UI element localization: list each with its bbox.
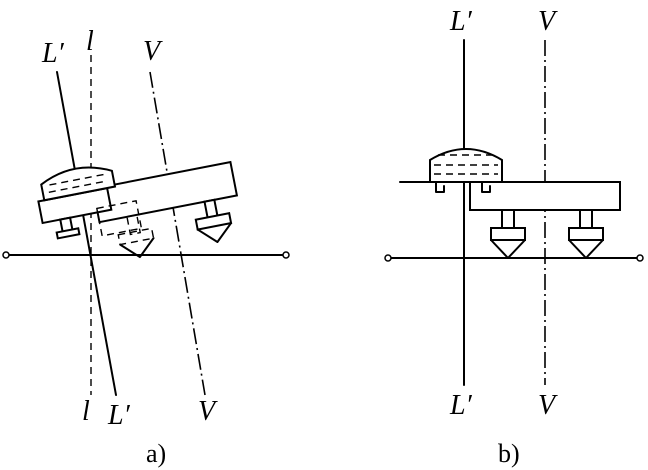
panel-b-foot1-nut (490, 227, 526, 241)
panel-b-caption: b) (498, 439, 520, 468)
panel-a: L′ l V l L′ V a) (2, 26, 290, 468)
panel-a-label-L-bottom: L′ (107, 400, 131, 431)
panel-a-line-V (149, 71, 206, 396)
panel-a-label-V-top: V (143, 36, 163, 67)
panel-a-foot1-nut (117, 227, 155, 246)
panel-a-line-L-prime (56, 71, 117, 396)
panel-a-label-l-top: l (86, 26, 94, 57)
panel-b-label-L-bottom: L′ (449, 390, 473, 421)
panel-a-label-l-bottom: l (82, 396, 90, 427)
panel-b-foot2-tip (568, 239, 604, 259)
panel-a-baseline-end-left (2, 251, 10, 259)
panel-a-foot1-tip (119, 237, 155, 259)
panel-a-vial-liquid (48, 180, 108, 193)
panel-b-foot2-stem (579, 209, 593, 229)
panel-b-baseline-end-right (636, 254, 644, 262)
panel-a-vial-bubble (49, 173, 105, 186)
panel-a-foot1-stem (126, 214, 142, 236)
panel-b-label-L-top: L′ (449, 6, 473, 37)
panel-a-label-L-top: L′ (41, 38, 65, 69)
panel-b-label-V-top: V (538, 6, 558, 37)
panel-b-baseline-end-left (384, 254, 392, 262)
panel-a-level-vial (40, 166, 117, 202)
panel-b-instrument (399, 148, 621, 259)
panel-a-label-V-bottom: V (198, 396, 218, 427)
panel-b-hook-right (481, 181, 491, 193)
panel-b-foot1-tip (490, 239, 526, 259)
panel-a-instrument (37, 160, 239, 259)
panel-a-caption: a) (146, 439, 166, 468)
panel-b-main-bar (469, 181, 621, 211)
panel-a-hidden-part (95, 199, 143, 237)
panel-b: L′ V L′ V b) (384, 6, 644, 468)
panel-a-screw-head (55, 227, 81, 240)
panel-b-hook-left (435, 181, 445, 193)
panel-b-label-V-bottom: V (538, 390, 558, 421)
panel-a-foot2-tip (196, 222, 233, 243)
panel-a-baseline-end-right (282, 251, 290, 259)
panel-a-foot2-nut (194, 212, 233, 231)
panel-b-foot1-stem (501, 209, 515, 229)
panel-b-foot2-nut (568, 227, 604, 241)
